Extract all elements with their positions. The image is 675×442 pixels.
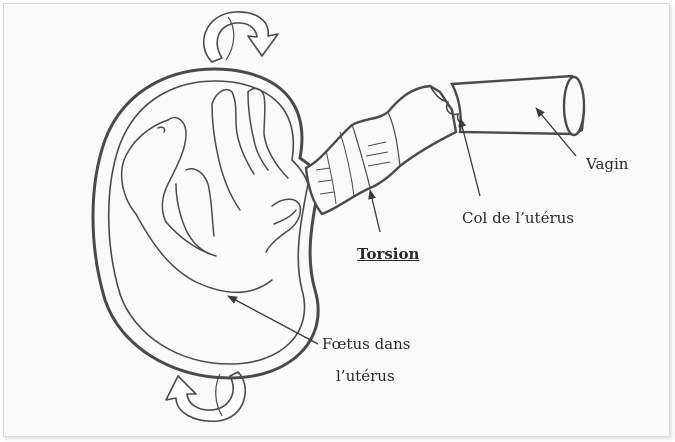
torsion-tube (306, 86, 456, 214)
torsion-pointer-arrow (370, 190, 380, 232)
vagina-opening (564, 77, 584, 135)
uterus-outer-wall (93, 69, 320, 378)
label-foetus-line2: l’utérus (336, 364, 395, 388)
label-foetus-line1: Fœtus dans (322, 332, 410, 356)
label-col-uterus: Col de l’utérus (462, 206, 574, 230)
label-torsion: Torsion (357, 242, 419, 266)
top-rotation-arrow-icon (204, 12, 278, 62)
foetus-drawing (122, 89, 301, 293)
label-vagin: Vagin (586, 152, 628, 176)
